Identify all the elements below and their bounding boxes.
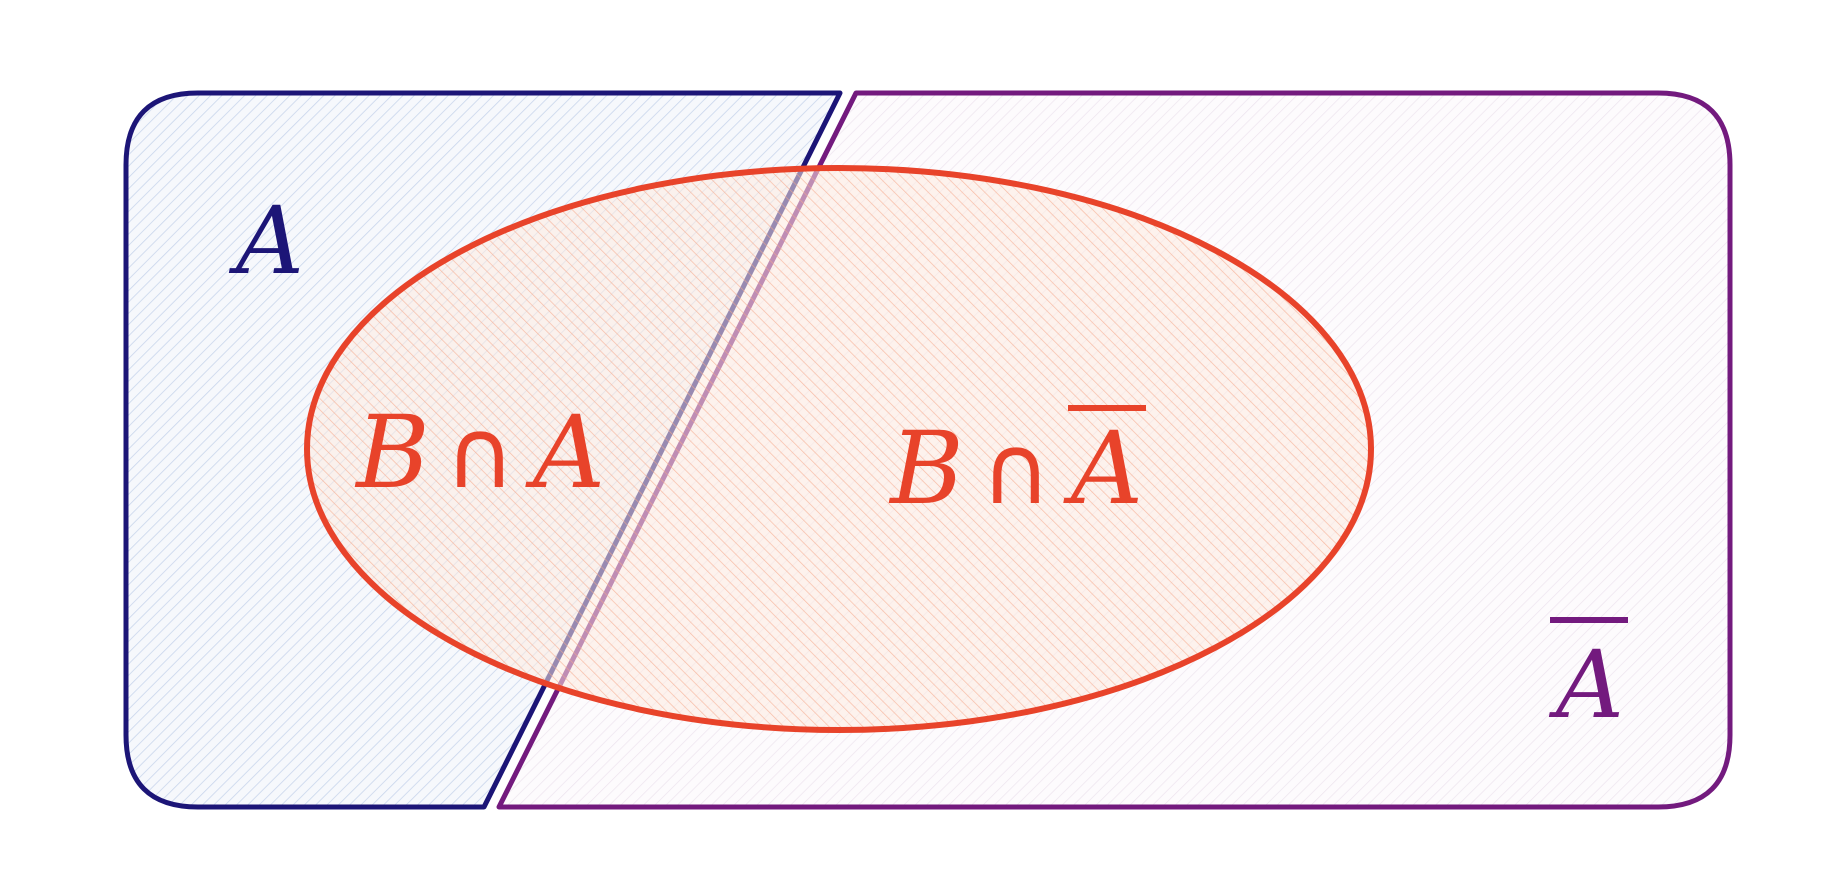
b-intersect-a-label: B ∩ A <box>354 394 605 511</box>
b-intersect-not-a-operator: ∩ <box>981 414 1051 526</box>
set-a-label: A <box>228 187 304 296</box>
b-intersect-a-right: A <box>525 394 605 511</box>
set-b-ellipse <box>304 165 1374 733</box>
b-intersect-not-a-right: A <box>1063 410 1143 527</box>
b-intersect-not-a-left: B <box>888 410 964 527</box>
b-intersect-a-operator: ∩ <box>445 398 515 510</box>
b-intersect-a-left: B <box>354 394 430 511</box>
b-intersect-not-a-label: B ∩ A <box>888 405 1146 527</box>
set-a-complement-label: A <box>1548 617 1628 740</box>
set-a-complement-letter: A <box>1548 631 1624 740</box>
